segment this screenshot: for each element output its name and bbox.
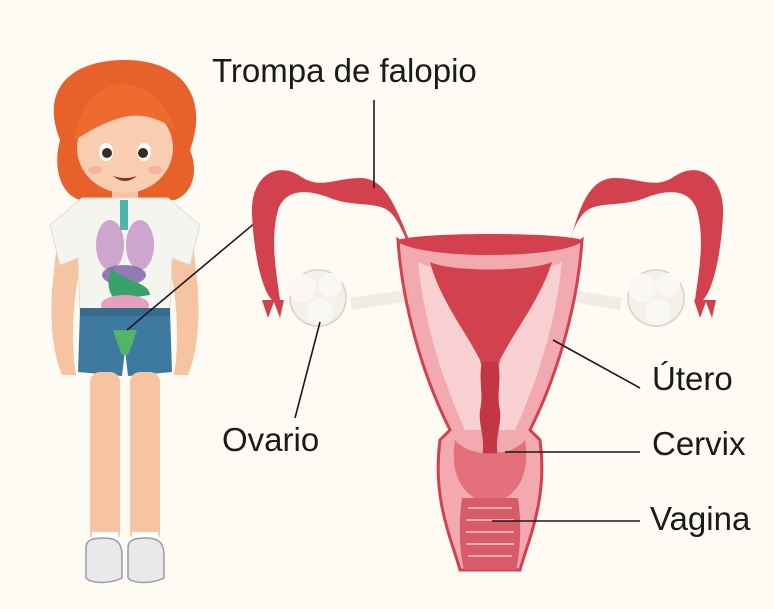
label-vagina: Vagina <box>650 502 750 535</box>
label-trompa-de-falopio: Trompa de falopio <box>212 54 477 87</box>
ovario-leader-line <box>295 322 320 418</box>
girl-illustration <box>50 60 200 583</box>
label-utero: Útero <box>652 362 733 395</box>
ovary-right-icon <box>628 270 684 326</box>
label-cervix: Cervix <box>652 427 746 460</box>
label-ovario: Ovario <box>222 423 319 456</box>
ovary-left-icon <box>288 270 346 326</box>
utero-leader-line <box>553 340 640 388</box>
